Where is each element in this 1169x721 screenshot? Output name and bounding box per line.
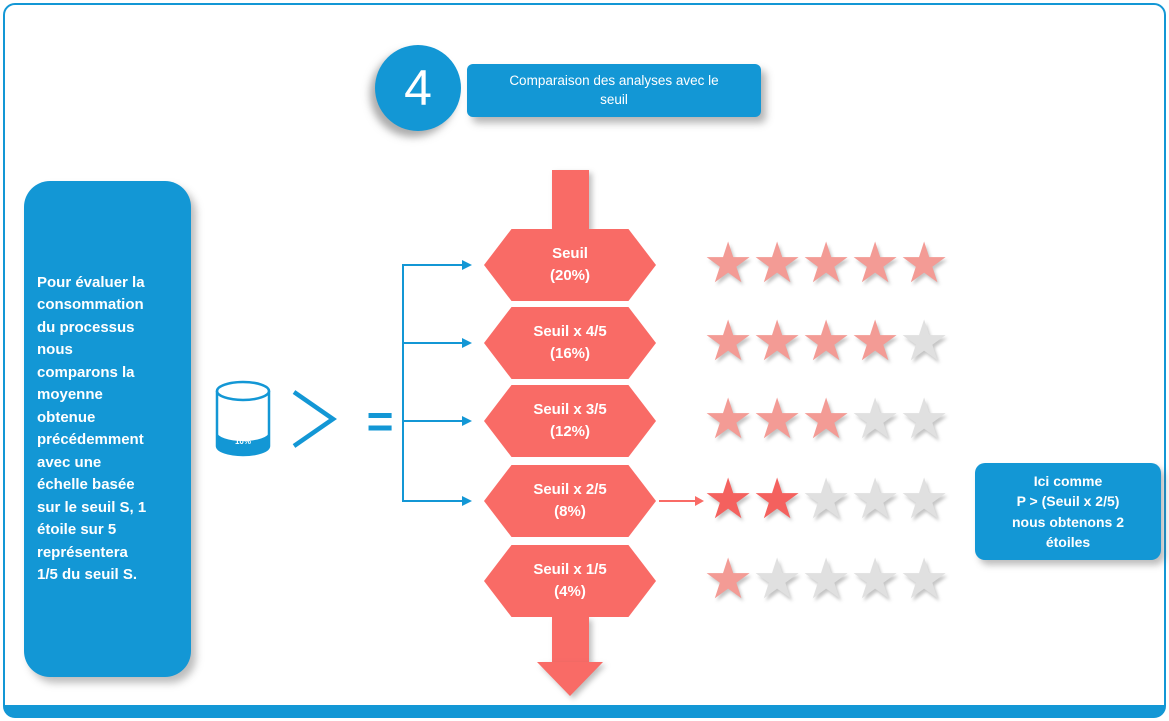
connector-branch — [402, 500, 464, 502]
star-filled-icon: ★ — [703, 387, 754, 452]
equals-symbol: = — [366, 395, 394, 447]
star-filled-icon: ★ — [752, 309, 803, 374]
threshold-label: Seuil x 3/5 — [533, 401, 607, 419]
threshold-hexagon-4: Seuil x 1/5 (4%) — [484, 545, 656, 617]
connector-branch — [402, 420, 464, 422]
star-filled-icon: ★ — [899, 231, 950, 296]
star-filled-icon: ★ — [801, 309, 852, 374]
threshold-value: (12%) — [549, 423, 590, 440]
threshold-hexagon-16: Seuil x 4/5 (16%) — [484, 307, 656, 379]
star-filled-icon: ★ — [850, 309, 901, 374]
star-empty-icon: ★ — [850, 547, 901, 612]
threshold-hexagon-8: Seuil x 2/5 (8%) — [484, 465, 656, 537]
connector-arrowhead-icon — [462, 338, 472, 348]
star-filled-icon: ★ — [752, 387, 803, 452]
threshold-hexagon-12: Seuil x 3/5 (12%) — [484, 385, 656, 457]
flow-arrow-top — [552, 170, 589, 232]
star-empty-icon: ★ — [899, 547, 950, 612]
threshold-hexagon-20: Seuil (20%) — [484, 229, 656, 301]
star-filled-icon: ★ — [752, 467, 803, 532]
page-title: Comparaison des analyses avec le seuil — [509, 72, 719, 107]
description-text: Pour évaluer la consommation du processu… — [37, 273, 147, 584]
star-empty-icon: ★ — [850, 387, 901, 452]
star-filled-icon: ★ — [703, 231, 754, 296]
description-panel: Pour évaluer la consommation du processu… — [24, 181, 191, 677]
star-filled-icon: ★ — [703, 547, 754, 612]
flow-arrow-bottom-shaft — [552, 617, 589, 663]
star-empty-icon: ★ — [752, 547, 803, 612]
flow-arrow-bottom-head-icon — [537, 662, 603, 696]
star-empty-icon: ★ — [899, 467, 950, 532]
threshold-label: Seuil x 1/5 — [533, 561, 607, 579]
star-empty-icon: ★ — [899, 309, 950, 374]
title-box: Comparaison des analyses avec le seuil — [467, 64, 761, 117]
database-icon: 10% — [215, 380, 271, 457]
connector-spine — [402, 264, 404, 502]
bottom-accent-bar — [4, 705, 1165, 717]
star-rating-row: ★★★★★ — [703, 470, 953, 532]
result-callout-text: Ici comme P > (Seuil x 2/5) nous obtenon… — [1012, 472, 1124, 550]
connector-branch — [402, 264, 464, 266]
threshold-label: Seuil x 2/5 — [533, 481, 607, 499]
threshold-value: (4%) — [554, 583, 586, 600]
connector-arrowhead-icon — [462, 416, 472, 426]
star-filled-icon: ★ — [752, 231, 803, 296]
result-connector-arrowhead-icon — [695, 496, 704, 506]
star-rating-row: ★★★★★ — [703, 234, 953, 296]
star-filled-icon: ★ — [850, 231, 901, 296]
threshold-label: Seuil x 4/5 — [533, 323, 607, 341]
threshold-value: (8%) — [554, 503, 586, 520]
threshold-value: (20%) — [549, 267, 590, 284]
star-empty-icon: ★ — [850, 467, 901, 532]
star-filled-icon: ★ — [801, 387, 852, 452]
star-empty-icon: ★ — [899, 387, 950, 452]
star-empty-icon: ★ — [801, 547, 852, 612]
connector-arrowhead-icon — [462, 260, 472, 270]
star-rating-row: ★★★★★ — [703, 390, 953, 452]
greater-than-icon — [292, 390, 337, 448]
step-number: 4 — [404, 60, 432, 116]
connector-arrowhead-icon — [462, 496, 472, 506]
result-callout: Ici comme P > (Seuil x 2/5) nous obtenon… — [975, 463, 1161, 560]
star-filled-icon: ★ — [801, 231, 852, 296]
star-filled-icon: ★ — [703, 467, 754, 532]
threshold-label: Seuil — [552, 245, 588, 263]
slide-border — [3, 3, 1166, 718]
step-number-badge: 4 — [375, 45, 461, 131]
threshold-value: (16%) — [549, 345, 590, 362]
connector-branch — [402, 342, 464, 344]
star-rating-row: ★★★★★ — [703, 550, 953, 612]
result-connector — [659, 500, 695, 502]
star-filled-icon: ★ — [703, 309, 754, 374]
database-percentage: 10% — [235, 437, 251, 446]
star-rating-row: ★★★★★ — [703, 312, 953, 374]
star-empty-icon: ★ — [801, 467, 852, 532]
